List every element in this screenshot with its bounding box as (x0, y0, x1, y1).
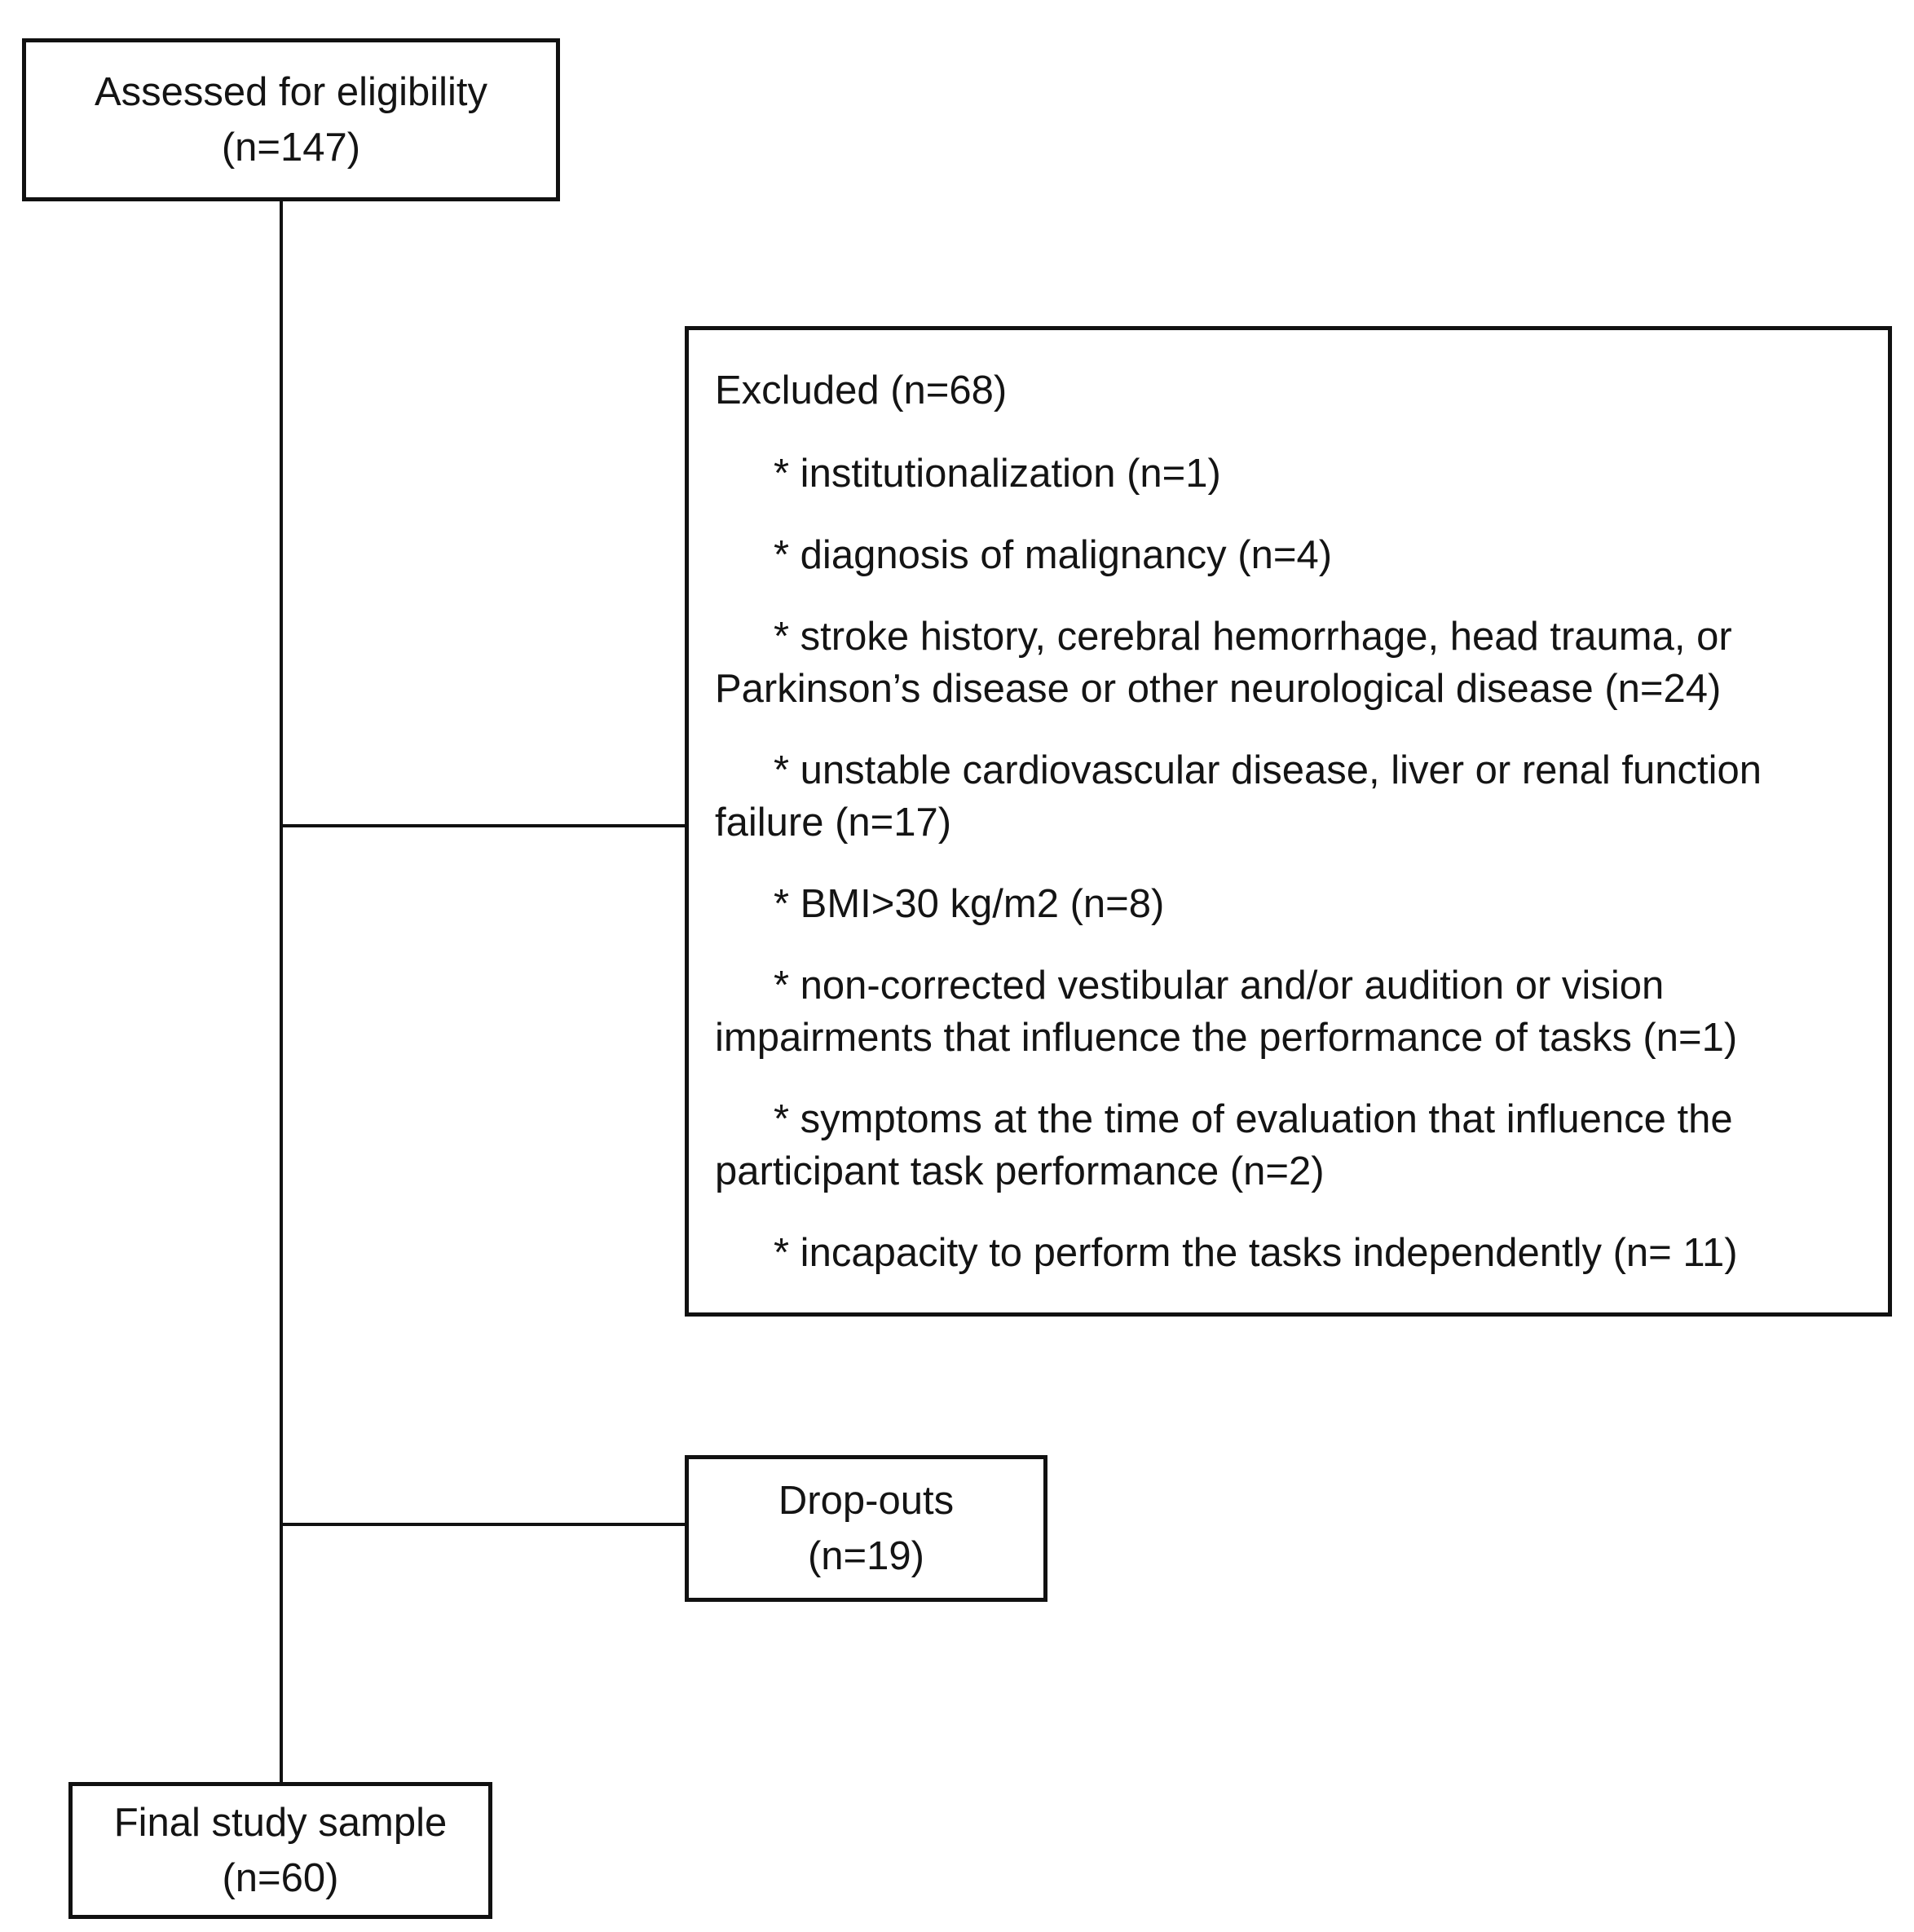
assessed-label: Assessed for eligibility (94, 70, 488, 114)
excluded-box: Excluded (n=68) * institutionalization (… (685, 326, 1892, 1317)
excluded-item: * stroke history, cerebral hemorrhage, h… (715, 615, 1732, 711)
dropouts-label: Drop-outs (778, 1479, 955, 1523)
assessed-box: Assessed for eligibility (n=147) (22, 38, 560, 201)
excluded-connector (281, 824, 686, 827)
dropouts-box: Drop-outs (n=19) (685, 1455, 1047, 1602)
dropouts-connector (281, 1523, 686, 1526)
excluded-item: * incapacity to perform the tasks indepe… (774, 1231, 1738, 1275)
excluded-item: * symptoms at the time of evaluation tha… (715, 1097, 1733, 1193)
dropouts-count: (n=19) (807, 1534, 924, 1578)
final-sample-count: (n=60) (222, 1856, 339, 1900)
excluded-item: * non-corrected vestibular and/or auditi… (715, 964, 1738, 1060)
assessed-count: (n=147) (221, 126, 361, 170)
main-flow-connector (280, 201, 283, 1782)
excluded-item: * institutionalization (n=1) (774, 452, 1221, 496)
excluded-item: * diagnosis of malignancy (n=4) (774, 533, 1333, 577)
final-sample-box: Final study sample (n=60) (68, 1782, 492, 1919)
excluded-title: Excluded (n=68) (715, 368, 1008, 412)
excluded-item: * unstable cardiovascular disease, liver… (715, 748, 1762, 845)
final-sample-label: Final study sample (113, 1801, 448, 1845)
excluded-item: * BMI>30 kg/m2 (n=8) (774, 882, 1165, 926)
